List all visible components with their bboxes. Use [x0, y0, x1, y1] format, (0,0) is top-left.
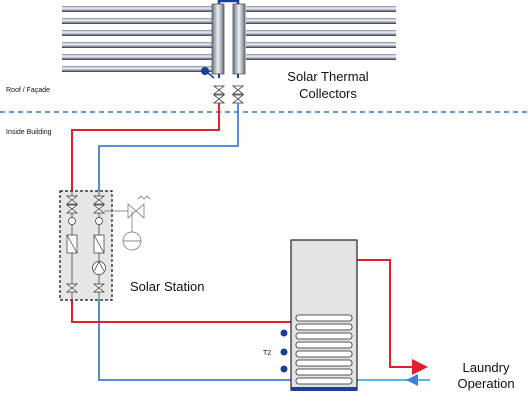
collectors-label-line2: Collectors [299, 86, 357, 101]
valve-icon [93, 204, 105, 214]
roof-zone-label: Roof / Façade [6, 87, 50, 94]
valve-icon [66, 283, 78, 293]
collectors-label-line1: Solar Thermal [287, 69, 369, 84]
laundry-label-line2: Operation [457, 376, 514, 391]
manifold-left [211, 3, 225, 75]
valve-icon [212, 85, 226, 95]
collector-tube [62, 54, 212, 60]
laundry-label-line1: Laundry [463, 360, 510, 375]
storage-tank: T2 [263, 239, 358, 391]
cold-return-pipe [98, 103, 239, 191]
collector-tube [62, 18, 212, 24]
collector-tube [62, 30, 212, 36]
valve-icon [231, 85, 245, 95]
valve-icon [66, 195, 78, 205]
valve-icon [212, 94, 226, 104]
collector-sensor-icon [201, 67, 209, 75]
cold-storage-pipe [98, 300, 291, 381]
solar-station [59, 190, 113, 301]
collector-tube [62, 66, 212, 72]
collector-tube [246, 6, 396, 12]
manifold-outlets [218, 74, 239, 78]
valve-icon [93, 283, 105, 293]
tank-sensor-icon [280, 365, 288, 373]
spring-icon [137, 195, 151, 200]
inlet-arrow-icon [406, 374, 418, 386]
hot-flow-pipe [71, 103, 220, 191]
tank-sensor-label: T2 [263, 350, 271, 357]
valve-icon [66, 204, 78, 214]
heat-exchanger-coil [295, 314, 353, 385]
cold-pipes [98, 103, 291, 381]
collector-tube [246, 30, 396, 36]
thermometer-icon [68, 217, 76, 225]
collector-tube [62, 6, 212, 12]
safety-valve-icon [135, 203, 145, 219]
valve-icon [93, 195, 105, 205]
collector-valves [212, 85, 245, 104]
collector-tubes [62, 6, 396, 72]
tank-sensor-icon [280, 348, 288, 356]
collector-tube [246, 42, 396, 48]
valve-icon [231, 94, 245, 104]
collector-tube [62, 42, 212, 48]
solar-station-label: Solar Station [130, 279, 204, 294]
hot-storage-pipe [71, 300, 291, 323]
inside-zone-label: Inside Building [6, 129, 52, 136]
tank-base [291, 387, 357, 391]
manifold-right [232, 3, 246, 75]
safety-group [104, 195, 151, 251]
thermometer-icon [95, 217, 103, 225]
collector-tube [246, 18, 396, 24]
manifold-connector [217, 0, 240, 4]
collector-tube [246, 54, 396, 60]
tank-sensor-icon [280, 329, 288, 337]
pump-icon [92, 261, 106, 275]
collector-manifolds [201, 0, 246, 79]
